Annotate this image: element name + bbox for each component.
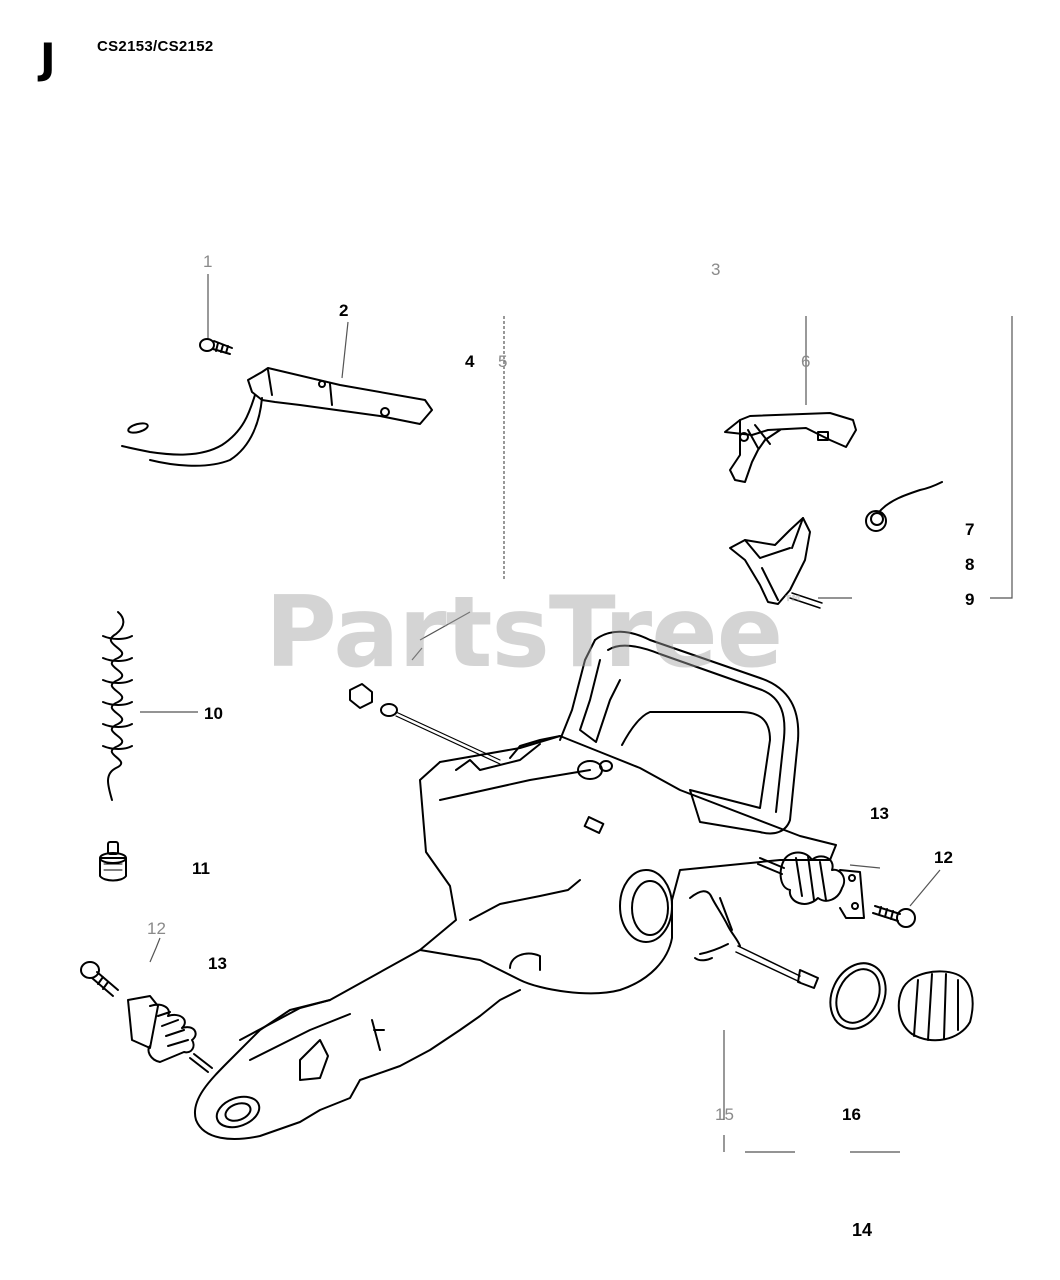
part-2-handle-bar[interactable] [121,367,433,467]
model-code: CS2153/CS2152 [97,38,214,55]
part-8-throttle-lockout[interactable] [729,517,811,605]
part-13-damper-right[interactable] [757,851,865,919]
callout-7[interactable]: 7 [965,520,975,539]
part-7-spring[interactable] [865,481,943,532]
callout-2[interactable]: 2 [339,301,349,320]
part-16-fuel-cap[interactable] [820,954,974,1042]
callout-3[interactable]: 3 [711,260,721,279]
plug-parts[interactable] [349,683,501,765]
part-6-throttle-trigger[interactable] [724,412,857,483]
callout-1[interactable]: 1 [203,252,213,271]
leader-lines [140,274,1013,1153]
callout-12-left[interactable]: 12 [147,919,166,938]
part-12-screw-right[interactable] [872,905,916,928]
part-10-coil-spring[interactable] [102,611,133,801]
part-13-damper-left[interactable] [127,995,213,1073]
section-letter: J [40,34,56,83]
part-12-screw-left[interactable] [80,961,119,997]
callout-9[interactable]: 9 [965,590,975,609]
page-number: 14 [852,1220,873,1240]
callout-10[interactable]: 10 [204,704,223,723]
callout-5[interactable]: 5 [498,352,508,371]
main-housing[interactable] [193,630,837,1140]
part-15-fuel-line[interactable] [689,890,819,989]
callout-16[interactable]: 16 [842,1105,861,1124]
callout-11[interactable]: 11 [192,859,210,878]
callout-4[interactable]: 4 [465,352,475,371]
callout-12-right[interactable]: 12 [934,848,953,867]
part-11-fuel-filter[interactable] [99,841,127,882]
part-9-pin[interactable] [789,592,823,609]
part-1-screw[interactable] [199,338,233,355]
callout-13-right[interactable]: 13 [870,804,889,823]
callout-6[interactable]: 6 [801,352,811,371]
callout-15[interactable]: 15 [715,1105,734,1124]
callout-13-left[interactable]: 13 [208,954,227,973]
callout-8[interactable]: 8 [965,555,975,574]
